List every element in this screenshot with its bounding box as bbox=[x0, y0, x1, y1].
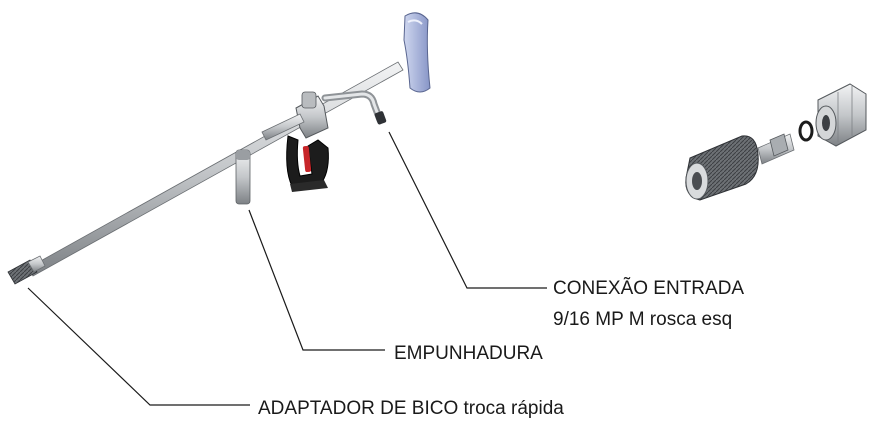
nipple-fitting bbox=[757, 133, 795, 165]
leader-line-grip bbox=[248, 209, 385, 351]
inlet-connection-label: CONEXÃO ENTRADA bbox=[553, 278, 745, 299]
shoulder-pad bbox=[403, 12, 431, 93]
grip-part bbox=[235, 149, 251, 205]
valve-body bbox=[261, 91, 329, 141]
inlet-connection-spec: 9/16 MP M rosca esq bbox=[553, 309, 733, 330]
leader-line-inlet bbox=[388, 131, 547, 289]
hex-inlet-fitting bbox=[815, 83, 867, 147]
knurled-nut bbox=[685, 135, 759, 201]
trigger-handle bbox=[286, 135, 329, 192]
o-ring bbox=[798, 120, 814, 142]
grip-label: EMPUNHADURA bbox=[394, 343, 543, 364]
nozzle-adapter-part bbox=[7, 255, 46, 285]
nozzle-adapter-label: ADAPTADOR DE BICO troca rápida bbox=[258, 398, 564, 419]
leader-lines bbox=[27, 131, 547, 406]
leader-line-adapter bbox=[27, 287, 250, 406]
inlet-elbow bbox=[321, 90, 387, 125]
exploded-connection bbox=[685, 83, 867, 201]
